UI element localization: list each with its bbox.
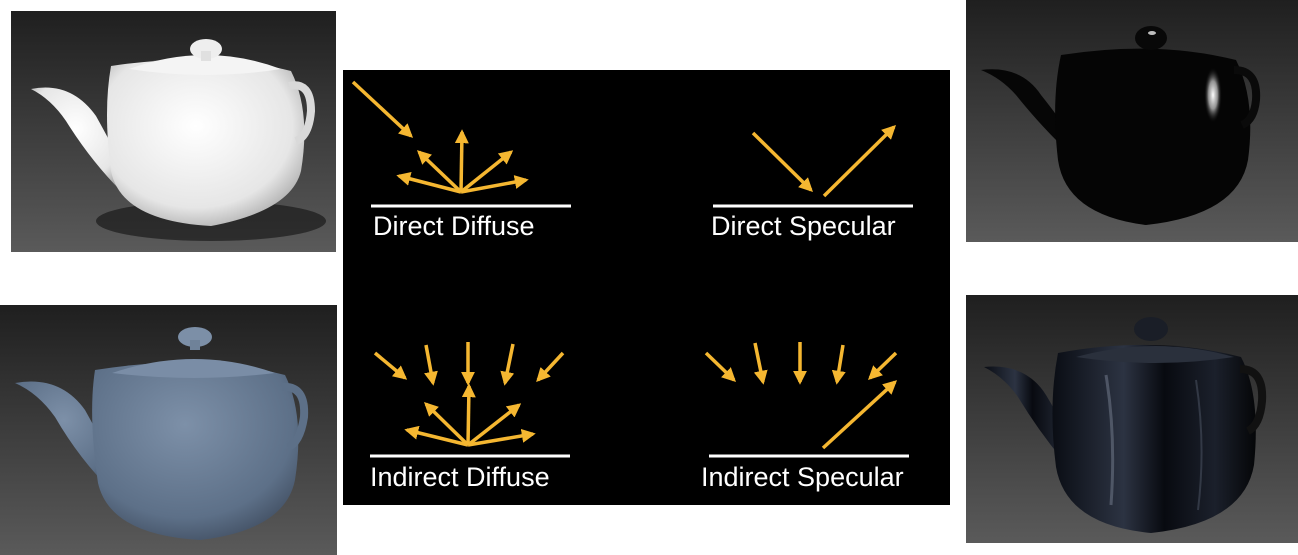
incoming-light-arrow [831,344,846,385]
teapot-indirect-specular-image [966,295,1298,543]
scatter-arrow [423,402,470,447]
direct-specular-arrows [751,125,896,198]
scatter-arrow [404,425,469,447]
incoming-light-arrow [753,342,768,385]
incoming-light-arrow [351,80,414,138]
incoming-light-arrow [751,131,813,192]
teapot-direct-specular-image [966,0,1298,242]
direct-specular-label: Direct Specular [711,211,896,241]
indirect-specular-label: Indirect Specular [701,462,904,492]
indirect-diffuse-label: Indirect Diffuse [370,462,550,492]
teapot-indirect-diffuse-image [0,305,337,555]
scatter-arrow [467,428,536,447]
scatter-arrow [396,172,462,194]
lighting-components-diagram: Direct Diffuse Direct Specular Indirect … [343,70,950,505]
scatter-arrow [416,150,463,194]
scatter-arrow [459,150,514,194]
incoming-light-arrow [536,351,565,383]
scatter-arrow [454,129,469,193]
incoming-light-arrow [424,344,438,386]
incoming-light-arrow [373,351,408,380]
incoming-light-arrow [867,351,898,380]
indirect-specular-arrows [704,342,898,450]
scatter-arrow [466,403,522,447]
indirect-diffuse-arrows [373,342,565,447]
direct-diffuse-label: Direct Diffuse [373,211,535,241]
incoming-light-arrow [704,351,737,382]
reflected-light-arrow [821,380,898,450]
teapot-direct-diffuse-image [11,11,336,252]
reflected-light-arrow [822,125,896,198]
incoming-light-arrow [500,343,515,386]
scatter-arrow [461,383,476,446]
direct-diffuse-arrows [351,80,529,194]
scatter-arrow [460,175,529,194]
